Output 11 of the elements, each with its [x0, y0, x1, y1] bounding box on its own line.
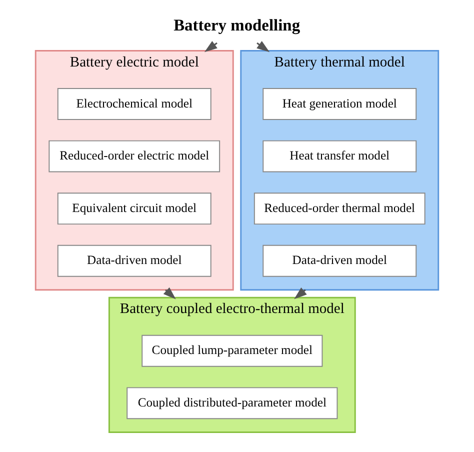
node-box: Reduced-order electric model	[48, 140, 220, 172]
node-box: Data-driven model	[262, 244, 417, 277]
node-box: Equivalent circuit model	[57, 192, 212, 225]
node-box: Reduced-order thermal model	[254, 192, 426, 225]
node-text: Battery modelling	[174, 16, 300, 35]
node-box: Data-driven model	[57, 244, 212, 277]
node-box: Heat transfer model	[262, 140, 417, 172]
node-box: Electrochemical model	[57, 88, 212, 120]
node-box: Coupled lump-parameter model	[142, 334, 323, 367]
node-box: Coupled distributed-parameter model	[126, 387, 338, 420]
node-box: Heat generation model	[262, 88, 417, 120]
